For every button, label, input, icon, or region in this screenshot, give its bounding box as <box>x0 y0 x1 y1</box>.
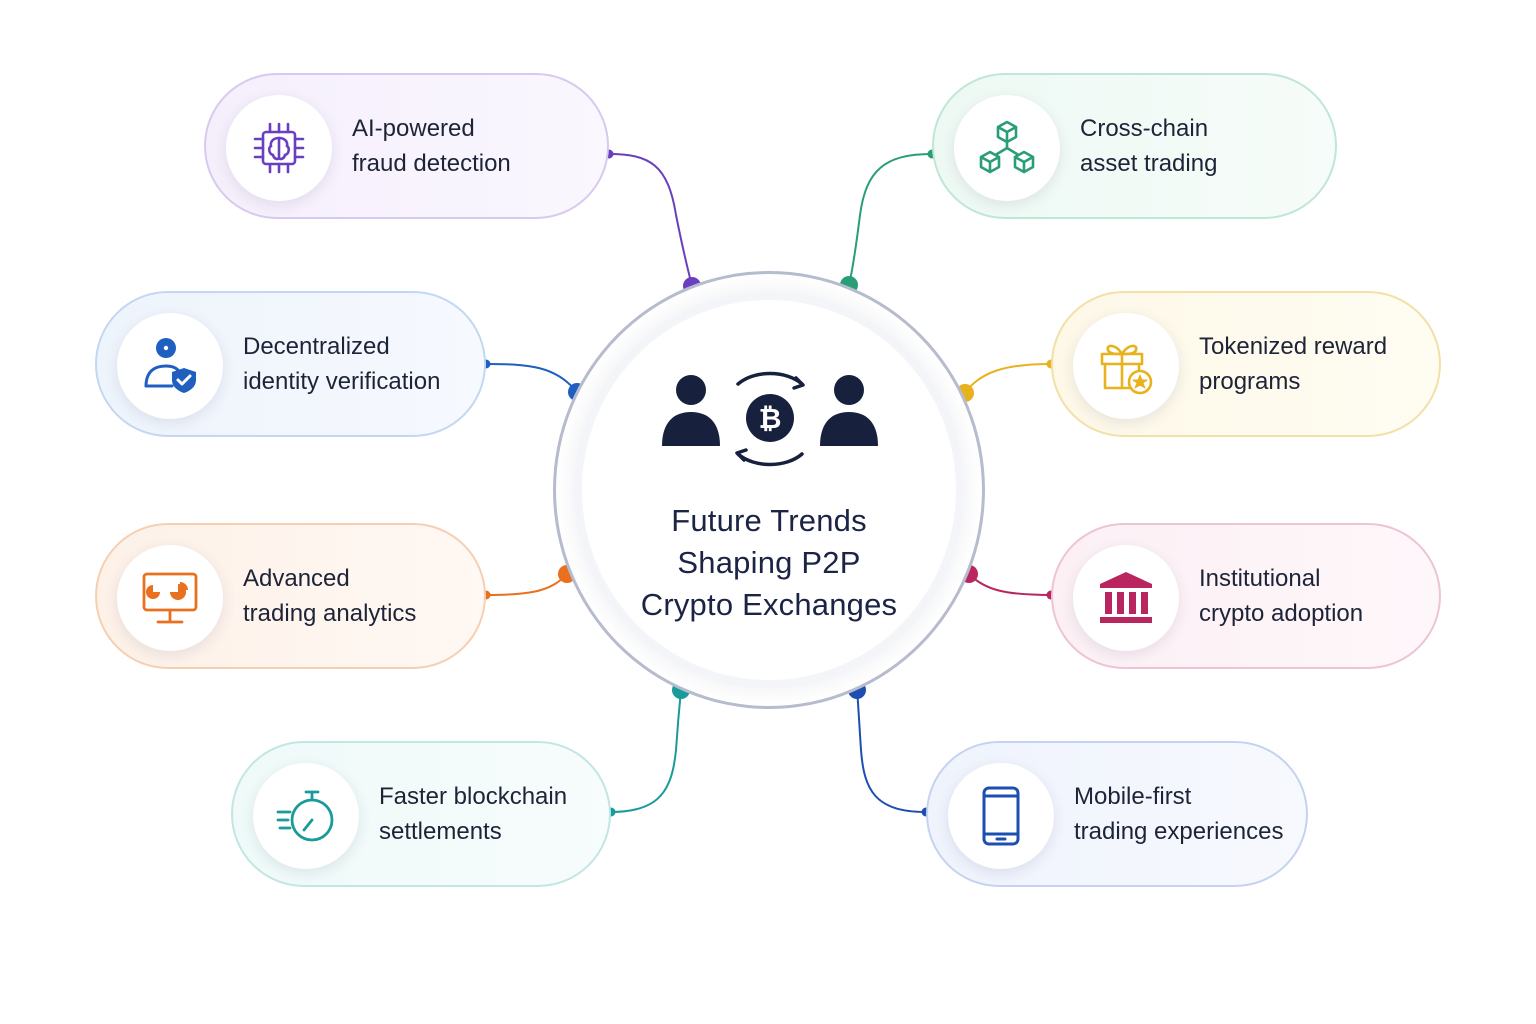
stopwatch-speed-icon <box>276 790 334 842</box>
trend-card-institutional-adoption: Institutional crypto adoption <box>1051 523 1441 669</box>
svg-text:₿: ₿ <box>759 402 782 435</box>
connector-ai-fraud <box>608 153 693 287</box>
trend-label-line: Decentralized <box>243 333 390 360</box>
trend-label: Decentralized identity verification <box>243 329 440 399</box>
icon-badge <box>948 763 1054 869</box>
connector-reward <box>964 363 1052 394</box>
trend-label: Cross-chain asset trading <box>1080 111 1217 181</box>
trend-card-decentralized-identity: Decentralized identity verification <box>95 291 486 437</box>
icon-badge <box>117 313 223 419</box>
user-shield-icon <box>144 338 196 393</box>
connector-mobile <box>856 689 927 813</box>
center-hub-inner <box>582 300 956 680</box>
gift-star-icon <box>1100 344 1153 395</box>
icon-badge <box>1073 313 1179 419</box>
trend-label-line: AI-powered <box>352 115 475 142</box>
icon-badge <box>253 763 359 869</box>
trend-label-line: Advanced <box>243 565 350 592</box>
connector-cross-chain <box>848 153 933 286</box>
center-title-line: Shaping P2P <box>677 545 861 580</box>
center-hub: ₿ Future Trends Shaping P2P Crypto Excha… <box>553 271 985 709</box>
icon-badge <box>117 545 223 651</box>
trend-label: Institutional crypto adoption <box>1199 561 1363 631</box>
trend-label-line: trading experiences <box>1074 818 1284 845</box>
center-title-line: Crypto Exchanges <box>640 587 898 622</box>
connector-analytics <box>485 573 568 596</box>
center-title: Future Trends Shaping P2P Crypto Exchang… <box>596 500 942 626</box>
smartphone-icon <box>982 786 1020 846</box>
cubes-network-icon <box>979 120 1035 174</box>
ai-chip-icon <box>253 122 305 174</box>
trend-label-line: Mobile-first <box>1074 783 1192 810</box>
bank-building-icon <box>1100 572 1152 623</box>
trend-card-mobile-first: Mobile-first trading experiences <box>926 741 1308 887</box>
p2p-bitcoin-exchange-icon: ₿ <box>662 371 878 467</box>
connector-settlements <box>610 689 682 813</box>
icon-badge <box>226 95 332 201</box>
trend-label: Tokenized reward programs <box>1199 329 1387 399</box>
trend-card-tokenized-rewards: Tokenized reward programs <box>1051 291 1441 437</box>
icon-badge <box>1073 545 1179 651</box>
trend-card-ai-fraud-detection: AI-powered fraud detection <box>204 73 609 219</box>
trend-label-line: Cross-chain <box>1080 115 1209 142</box>
connector-institutional <box>968 573 1052 596</box>
center-title-line: Future Trends <box>671 503 867 538</box>
trend-label: Mobile-first trading experiences <box>1074 779 1283 849</box>
trend-label: Faster blockchain settlements <box>379 779 567 849</box>
trend-label-line: Faster blockchain <box>379 783 568 810</box>
icon-badge <box>954 95 1060 201</box>
trend-label: Advanced trading analytics <box>243 561 416 631</box>
trend-label: AI-powered fraud detection <box>352 111 511 181</box>
trend-card-faster-settlements: Faster blockchain settlements <box>231 741 611 887</box>
trend-label-line: settlements <box>379 818 502 845</box>
trend-label-line: identity verification <box>243 368 441 395</box>
trend-card-trading-analytics: Advanced trading analytics <box>95 523 486 669</box>
trend-label-line: crypto adoption <box>1199 600 1364 627</box>
trend-label-line: Tokenized reward <box>1199 333 1388 360</box>
trend-label-line: programs <box>1199 368 1301 395</box>
trend-label-line: Institutional <box>1199 565 1321 592</box>
connector-identity <box>485 363 578 393</box>
trend-card-cross-chain-trading: Cross-chain asset trading <box>932 73 1337 219</box>
trend-label-line: trading analytics <box>243 600 417 627</box>
trend-label-line: asset trading <box>1080 150 1218 177</box>
monitor-chart-icon <box>142 572 198 624</box>
trend-label-line: fraud detection <box>352 150 511 177</box>
